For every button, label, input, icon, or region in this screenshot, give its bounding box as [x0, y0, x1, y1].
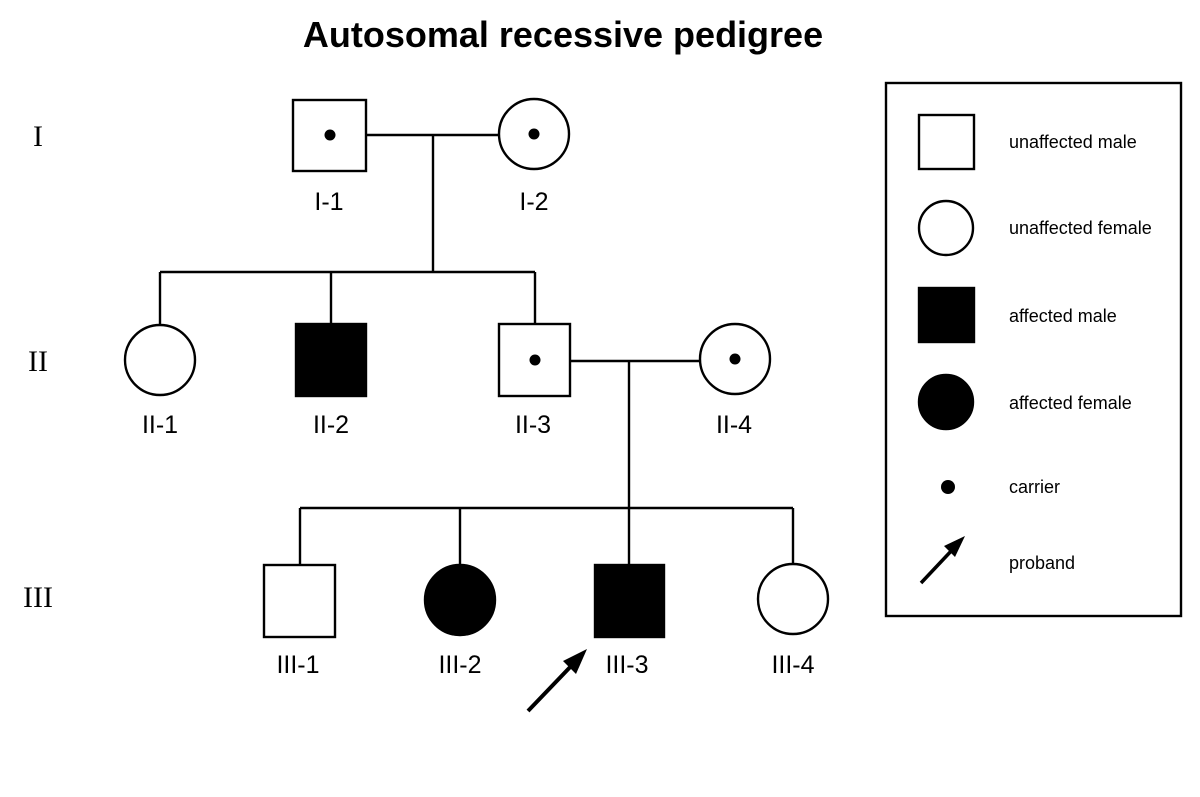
individual-label-II-3: II-3: [515, 411, 551, 439]
individual-label-III-3: III-3: [605, 651, 648, 679]
generation-label-II: II: [28, 345, 48, 378]
pedigree-lines: [158, 133, 795, 565]
individual-label-II-4: II-4: [716, 411, 752, 439]
legend-affected-female-icon: [917, 373, 975, 431]
carrier-dot-I-2: [528, 128, 540, 140]
legend-label-affected-female: affected female: [1009, 393, 1132, 413]
individual-II-2-square: [294, 322, 368, 398]
individual-label-III-2: III-2: [438, 651, 481, 679]
legend: unaffected male unaffected female affect…: [884, 81, 1183, 618]
diagram-title: Autosomal recessive pedigree: [303, 14, 823, 55]
legend-box: [884, 81, 1183, 618]
individual-label-III-4: III-4: [771, 651, 814, 679]
legend-label-carrier: carrier: [1009, 477, 1060, 497]
legend-label-unaffected-male: unaffected male: [1009, 132, 1137, 152]
individual-III-1-square: [262, 563, 337, 639]
generation-label-III: III: [23, 581, 53, 614]
carrier-dot-II-3: [529, 354, 541, 366]
individual-II-1-circle: [123, 323, 197, 397]
proband-arrow-icon: [526, 649, 587, 713]
individual-III-4-circle: [756, 562, 830, 636]
legend-proband-arrow-icon: [919, 536, 965, 585]
generation-label-I: I: [33, 120, 43, 153]
legend-label-unaffected-female: unaffected female: [1009, 218, 1152, 238]
carrier-dot-II-4: [729, 353, 741, 365]
legend-carrier-icon: [941, 480, 955, 494]
individual-label-II-2: II-2: [313, 411, 349, 439]
individual-label-I-1: I-1: [314, 188, 343, 216]
legend-unaffected-female-icon: [917, 199, 975, 257]
individual-III-2-circle: [423, 563, 497, 637]
individual-label-I-2: I-2: [519, 188, 548, 216]
legend-label-proband: proband: [1009, 553, 1075, 573]
individual-label-III-1: III-1: [276, 651, 319, 679]
legend-label-affected-male: affected male: [1009, 306, 1117, 326]
individual-label-II-1: II-1: [142, 411, 178, 439]
carrier-dot-I-1: [324, 129, 336, 141]
individual-III-3-square: [593, 563, 666, 639]
legend-unaffected-male-icon: [917, 113, 976, 171]
legend-affected-male-icon: [917, 286, 976, 344]
